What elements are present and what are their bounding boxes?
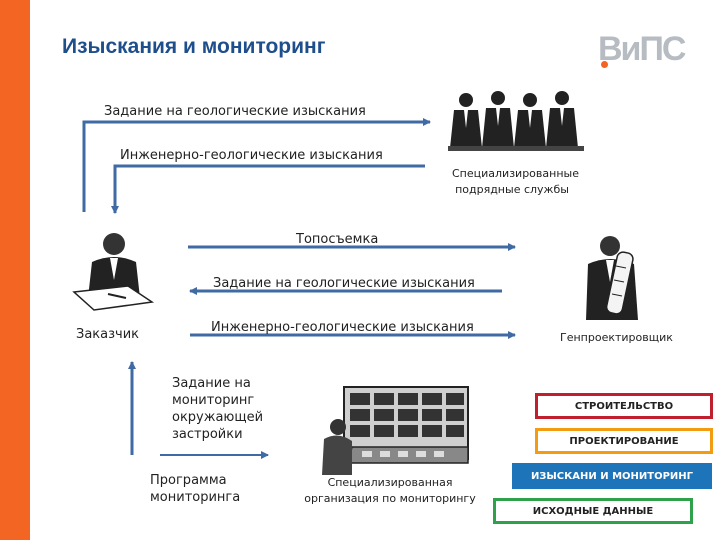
page-title: Изыскания и мониторинг (62, 35, 326, 58)
label-specialized-services: Специализированные подрядные службы (452, 167, 579, 196)
general-designer-illustration (586, 236, 638, 320)
monitoring-org-illustration (322, 386, 469, 475)
stage-initial-data: ИСХОДНЫЕ ДАННЫЕ (493, 498, 693, 524)
customer-illustration (72, 233, 155, 311)
stage-construction: СТРОИТЕЛЬСТВО (535, 393, 713, 419)
arrow-eng-geo-top (111, 164, 425, 214)
label-task-geo-top: Задание на геологические изыскания (104, 104, 366, 119)
label-task-geo-mid: Задание на геологические изыскания (213, 276, 475, 291)
label-eng-geo-mid: Инженерно-геологические изыскания (211, 320, 474, 335)
arrow-task-geo-top (82, 118, 431, 212)
label-customer: Заказчик (76, 327, 140, 342)
label-topo: Топосъемка (296, 232, 379, 247)
stage-surveys-monitoring: ИЗЫСКАНИ И МОНИТОРИНГ (512, 463, 712, 489)
label-monitoring-program: Программа мониторинга (150, 473, 241, 505)
company-logo: ВиПС (598, 30, 693, 72)
label-task-monitoring: Задание на мониторинг окружающей застрой… (172, 376, 264, 442)
logo-dot (601, 61, 608, 68)
label-monitoring-org: Специализированная организация по монито… (304, 476, 476, 505)
contractor-team-illustration (448, 91, 584, 151)
label-eng-geo-top: Инженерно-геологические изыскания (120, 148, 383, 163)
logo-mark: ВиПС (598, 30, 686, 68)
accent-sidebar (0, 0, 30, 540)
stage-design: ПРОЕКТИРОВАНИЕ (535, 428, 713, 454)
label-general-designer: Генпроектировщик (560, 331, 673, 344)
